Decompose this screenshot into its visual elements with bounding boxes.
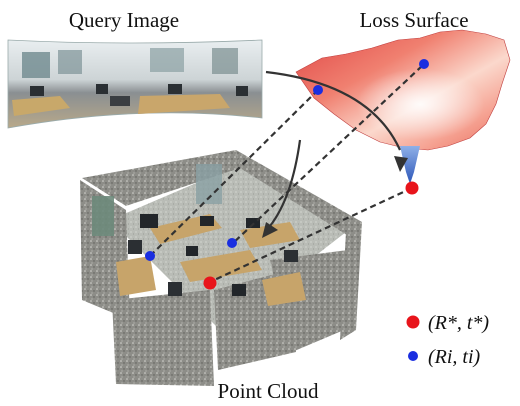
loss-surface-label: Loss Surface [359,8,468,32]
surface-sample-point-1 [313,85,323,95]
cloud-optimum-point [203,276,217,290]
optimization-arrow [262,70,408,238]
point-cloud-room [80,150,362,386]
cloud-sample-point-2 [227,238,237,248]
query-image-panorama [7,39,263,129]
surface-sample-point-2 [419,59,429,69]
dashed-line-2 [231,65,423,245]
cloud-sample-point-1 [145,251,155,261]
legend-sample-text: (Ri, ti) [428,346,481,368]
loss-surface [295,29,511,184]
correspondence-lines [149,65,423,283]
dashed-line-3 [209,187,413,283]
surface-optimum-point [405,181,419,195]
point-cloud-label: Point Cloud [218,379,319,403]
query-image-label: Query Image [69,8,179,32]
legend-optimum-text: (R*, t*) [428,312,489,334]
legend-optimum-marker [406,315,420,329]
legend: (R*, t*) (Ri, ti) [406,312,489,368]
points [145,59,429,290]
legend-sample-marker [408,351,418,361]
